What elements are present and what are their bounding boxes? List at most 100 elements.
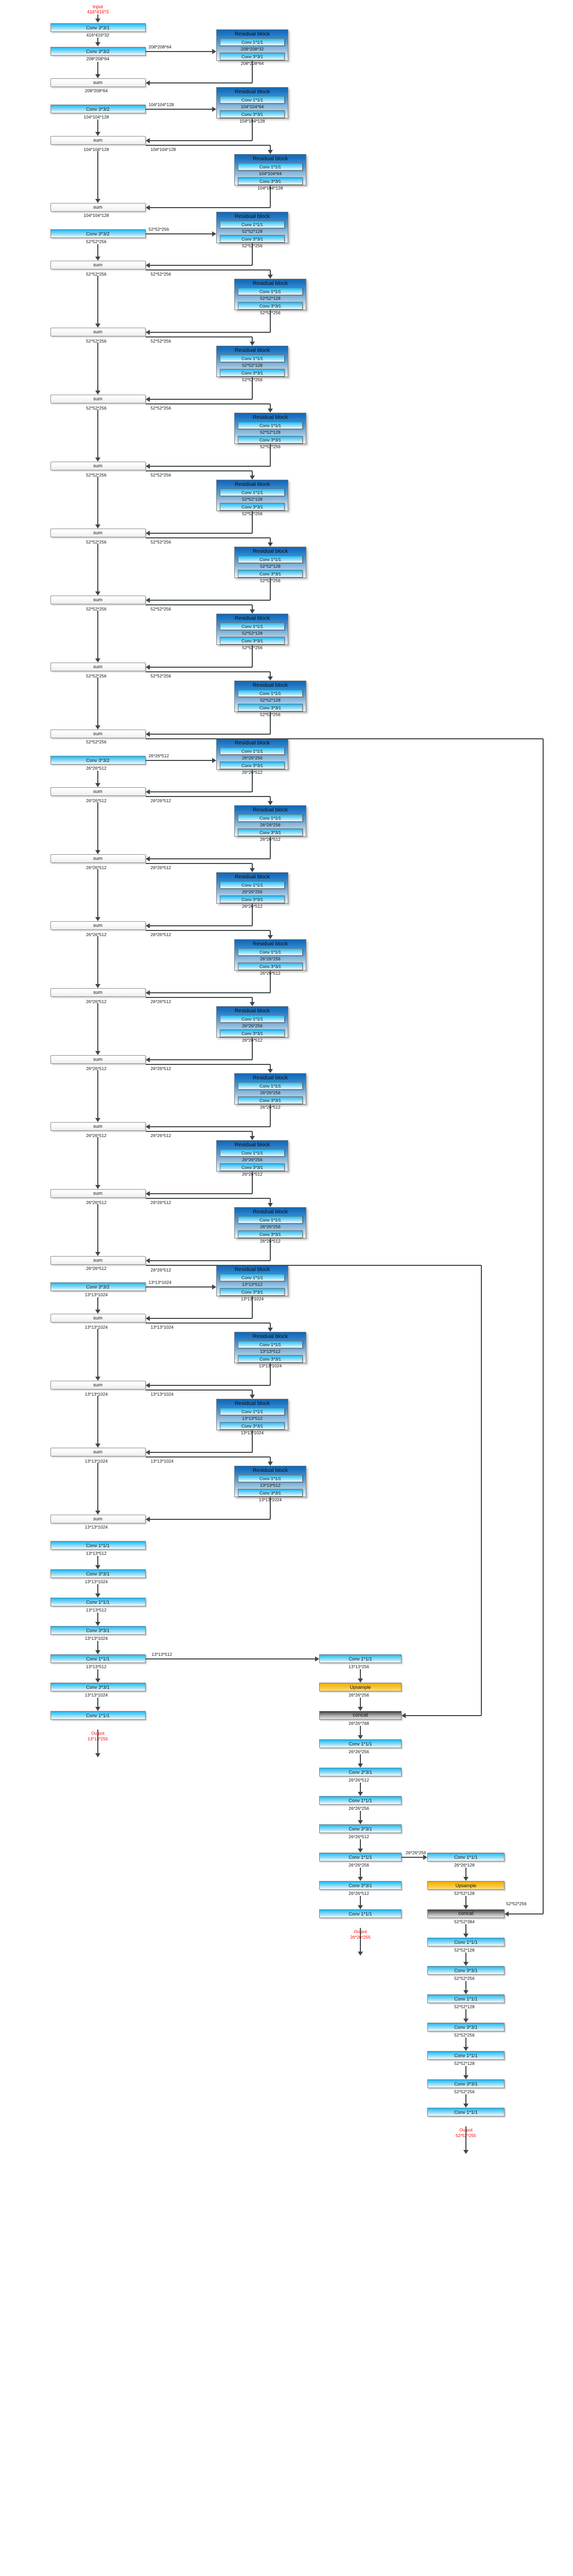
stage-3-sum-3[interactable]: sum [50, 395, 146, 403]
residual-conv-1[interactable]: Conv 1*1/1 [238, 1341, 303, 1348]
residual-conv-1[interactable]: Conv 1*1/1 [238, 689, 303, 697]
lateral52-upsample[interactable]: Upsample [427, 1881, 505, 1890]
lateral26-conv[interactable]: Conv 1*1/1 [319, 1654, 402, 1663]
stage-3-sum-7[interactable]: sum [50, 663, 146, 671]
head52-conv-6[interactable]: Conv 3*3/1 [427, 2079, 505, 2088]
residual-conv-2[interactable]: Conv 3*3/1 [220, 1422, 285, 1430]
residual-conv-1[interactable]: Conv 1*1/1 [238, 1475, 303, 1482]
stage-4-sum-2[interactable]: sum [50, 854, 146, 863]
residual-conv-2[interactable]: Conv 3*3/1 [238, 1489, 303, 1497]
residual-conv-1[interactable]: Conv 1*1/1 [220, 96, 285, 104]
head26-conv-6[interactable]: Conv 3*3/1 [319, 1881, 402, 1890]
stage-3-sum-6[interactable]: sum [50, 596, 146, 604]
residual-conv-1[interactable]: Conv 1*1/1 [220, 1274, 285, 1281]
residual-conv-2[interactable]: Conv 3*3/1 [238, 1230, 303, 1238]
head13-conv-2[interactable]: Conv 3*3/1 [50, 1569, 146, 1578]
stage-1-sum-1[interactable]: sum [50, 78, 146, 87]
stage-4-downsample-conv[interactable]: Conv 3*3/2 [50, 756, 146, 765]
stage-2-sum-1[interactable]: sum [50, 136, 146, 145]
stem-conv-1[interactable]: Conv 3*3/1 [50, 23, 146, 32]
residual-conv-1[interactable]: Conv 1*1/1 [238, 1082, 303, 1090]
head26-conv-3[interactable]: Conv 1*1/1 [319, 1796, 402, 1805]
residual-conv-1[interactable]: Conv 1*1/1 [220, 1149, 285, 1157]
stage-4-sum-5[interactable]: sum [50, 1055, 146, 1064]
residual-conv-1[interactable]: Conv 1*1/1 [238, 287, 303, 295]
residual-conv-1[interactable]: Conv 1*1/1 [220, 38, 285, 46]
residual-conv-2[interactable]: Conv 3*3/1 [220, 761, 285, 769]
residual-conv-2[interactable]: Conv 3*3/1 [238, 570, 303, 578]
stage-4-sum-3[interactable]: sum [50, 921, 146, 930]
residual-conv-2[interactable]: Conv 3*3/1 [220, 895, 285, 903]
residual-conv-1[interactable]: Conv 1*1/1 [220, 881, 285, 889]
residual-conv-2[interactable]: Conv 3*3/1 [220, 110, 285, 118]
head52-conv-2[interactable]: Conv 3*3/1 [427, 1966, 505, 1975]
residual-conv-1[interactable]: Conv 1*1/1 [238, 421, 303, 429]
head13-conv-5[interactable]: Conv 1*1/1 [50, 1654, 146, 1663]
head13-conv-7[interactable]: Conv 1*1/1 [50, 1711, 146, 1720]
residual-conv-2[interactable]: Conv 3*3/1 [220, 637, 285, 645]
residual-conv-2[interactable]: Conv 3*3/1 [220, 503, 285, 511]
residual-conv-1[interactable]: Conv 1*1/1 [220, 1408, 285, 1415]
stage-5-sum-3[interactable]: sum [50, 1448, 146, 1456]
stage-2-sum-2[interactable]: sum [50, 203, 146, 212]
stage-3-sum-5[interactable]: sum [50, 529, 146, 537]
residual-conv-2[interactable]: Conv 3*3/1 [238, 962, 303, 970]
head26-conv-5[interactable]: Conv 1*1/1 [319, 1853, 402, 1861]
residual-conv-1[interactable]: Conv 1*1/1 [220, 622, 285, 630]
head52-conv-7[interactable]: Conv 1*1/1 [427, 2108, 505, 2116]
lateral26-upsample[interactable]: Upsample [319, 1683, 402, 1691]
residual-conv-1[interactable]: Conv 1*1/1 [220, 488, 285, 496]
stage-3-downsample-conv[interactable]: Conv 3*3/2 [50, 229, 146, 238]
stage-3-sum-1[interactable]: sum [50, 261, 146, 269]
stage-4-sum-8[interactable]: sum [50, 1256, 146, 1265]
residual-conv-2[interactable]: Conv 3*3/1 [238, 436, 303, 444]
stage-5-downsample-conv[interactable]: Conv 3*3/2 [50, 1282, 146, 1291]
residual-conv-2[interactable]: Conv 3*3/1 [220, 369, 285, 377]
head26-conv-2[interactable]: Conv 3*3/1 [319, 1768, 402, 1776]
stage-5-sum-2[interactable]: sum [50, 1381, 146, 1389]
concat-52[interactable]: concat [427, 1909, 505, 1918]
head52-conv-1[interactable]: Conv 1*1/1 [427, 1938, 505, 1946]
residual-conv-2[interactable]: Conv 3*3/1 [238, 302, 303, 310]
head52-conv-3[interactable]: Conv 1*1/1 [427, 1994, 505, 2003]
head13-conv-3[interactable]: Conv 1*1/1 [50, 1598, 146, 1606]
residual-conv-2[interactable]: Conv 3*3/1 [238, 828, 303, 836]
stage-4-sum-4[interactable]: sum [50, 988, 146, 997]
head13-conv-6[interactable]: Conv 3*3/1 [50, 1683, 146, 1691]
residual-conv-2[interactable]: Conv 3*3/1 [220, 1288, 285, 1296]
concat-26[interactable]: concat [319, 1711, 402, 1720]
residual-conv-1[interactable]: Conv 1*1/1 [220, 747, 285, 755]
stage-3-sum-2[interactable]: sum [50, 328, 146, 336]
residual-conv-2[interactable]: Conv 3*3/1 [238, 1096, 303, 1104]
stage-4-sum-6[interactable]: sum [50, 1122, 146, 1131]
residual-conv-1[interactable]: Conv 1*1/1 [238, 948, 303, 956]
residual-conv-1[interactable]: Conv 1*1/1 [238, 1216, 303, 1224]
residual-conv-2[interactable]: Conv 3*3/1 [220, 1029, 285, 1037]
residual-conv-1[interactable]: Conv 1*1/1 [220, 354, 285, 362]
lateral52-conv[interactable]: Conv 1*1/1 [427, 1853, 505, 1861]
head52-conv-4[interactable]: Conv 3*3/1 [427, 2023, 505, 2031]
head13-conv-4[interactable]: Conv 3*3/1 [50, 1626, 146, 1635]
residual-conv-2[interactable]: Conv 3*3/1 [238, 177, 303, 185]
head52-conv-5[interactable]: Conv 1*1/1 [427, 2051, 505, 2060]
head13-conv-1[interactable]: Conv 1*1/1 [50, 1541, 146, 1550]
